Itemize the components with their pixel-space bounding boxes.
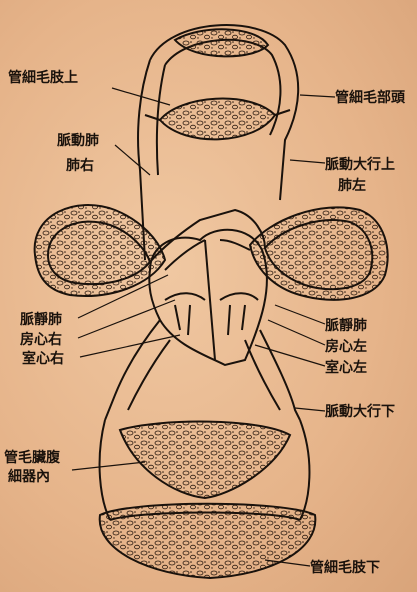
right-lung (35, 205, 165, 296)
lower-limb-capillary-bed (100, 504, 316, 578)
label-upper-aorta: 脈動大行上 (325, 157, 395, 173)
label-right-ventricle: 室心右 (22, 351, 64, 367)
label-pulmonary-artery: 脈動肺 (57, 133, 99, 149)
label-upper-capillaries: 管細毛肢上 (8, 70, 78, 86)
label-visceral-capillaries-2: 細器內 (8, 469, 50, 485)
label-right-lung: 肺右 (66, 158, 94, 174)
label-pulmonary-vein-right: 脈靜肺 (20, 312, 62, 328)
upper-limb-capillary-bed (160, 99, 275, 140)
label-right-atrium: 房心右 (20, 332, 62, 348)
visceral-capillary-bed (120, 422, 290, 498)
label-left-atrium: 房心左 (325, 339, 367, 355)
label-visceral-capillaries-1: 管毛臟腹 (4, 450, 60, 466)
label-left-lung: 肺左 (338, 178, 366, 194)
label-lower-capillaries: 管細毛肢下 (310, 560, 380, 576)
label-lower-aorta: 脈動大行下 (325, 404, 395, 420)
label-head-capillaries: 管細毛部頭 (335, 90, 405, 106)
label-left-ventricle: 室心左 (325, 360, 367, 376)
head-capillary-bed (175, 29, 268, 56)
label-pulmonary-vein-left: 脈靜肺 (325, 318, 367, 334)
